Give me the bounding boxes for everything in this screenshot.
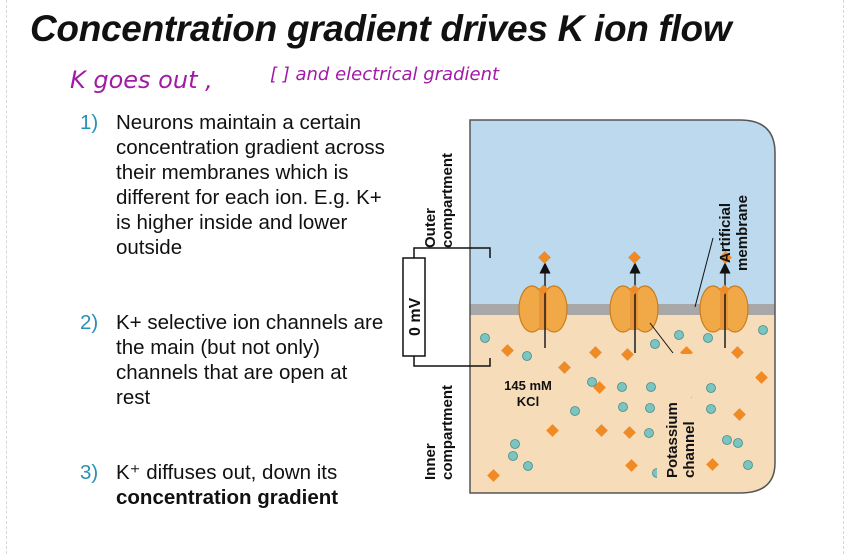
item-text: K+ selective ion channels are the main (… <box>116 311 384 409</box>
slide-title: Concentration gradient drives K ion flow <box>30 8 732 49</box>
item-number: 2) <box>80 311 99 334</box>
kcl-label: KCl <box>517 394 539 409</box>
voltage-readout: 0 mV <box>407 297 424 336</box>
item-text-plain: K⁺ diffuses out, down its <box>116 461 338 484</box>
item-number: 1) <box>80 111 99 134</box>
item-number: 3) <box>80 461 99 484</box>
outer-compartment-label: Outercompartment <box>422 153 456 248</box>
page-margin-left <box>6 0 7 554</box>
potassium-channel <box>699 285 749 333</box>
kcl-concentration: 145 mM <box>504 378 552 393</box>
cl-ions-inner <box>480 325 768 478</box>
k-efflux-arrows <box>539 262 731 353</box>
item-text: Neurons maintain a certain concentration… <box>116 111 385 259</box>
handwritten-gradient-note: [ ] and electrical gradient <box>270 64 500 85</box>
membrane-diagram: Outercompartment Innercompartment 0 mV <box>402 119 776 494</box>
potassium-channel <box>518 285 568 333</box>
potassium-channel-label: Potassiumchannel <box>664 402 698 478</box>
item-text-bold: concentration gradient <box>116 486 339 509</box>
handwritten-annotation: K goes out , [ ] and electrical gradient <box>70 64 500 94</box>
artificial-membrane-label: Artificialmembrane <box>717 195 751 271</box>
page-margin-right <box>843 0 844 554</box>
potassium-channel <box>609 285 659 333</box>
voltmeter: 0 mV <box>402 247 491 367</box>
handwritten-k-goes-out: K goes out , <box>70 66 213 94</box>
inner-compartment-label: Innercompartment <box>422 385 456 480</box>
